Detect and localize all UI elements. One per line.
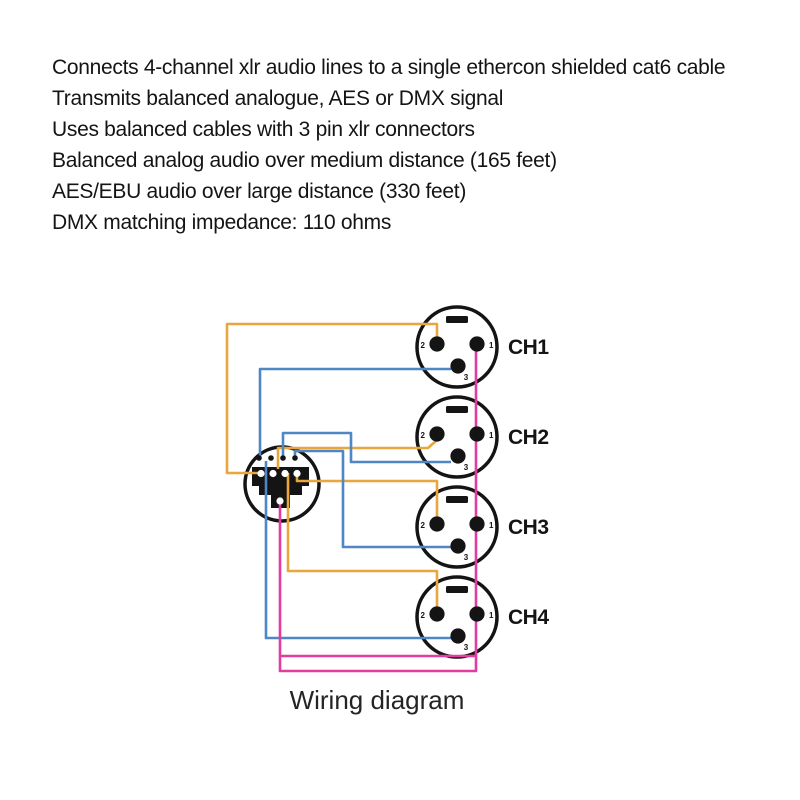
pin1-label: 1 — [489, 611, 494, 620]
ethercon-pin — [269, 469, 277, 478]
channel-label-ch4: CH4 — [508, 606, 549, 629]
xlr-latch-icon — [446, 496, 468, 503]
wire-ground-bus — [278, 345, 478, 673]
wire-ch2-hot — [276, 439, 438, 469]
channel-label-ch3: CH3 — [508, 516, 549, 539]
xlr-ch4-pin2 — [429, 606, 445, 622]
xlr-ch4-pin1 — [469, 606, 485, 622]
xlr-ch3-pin3 — [450, 538, 466, 554]
pin2-label: 2 — [421, 431, 426, 440]
wire-ch4-cold — [264, 461, 451, 640]
wire-ch4-hot — [286, 473, 439, 612]
xlr-latch-icon — [446, 406, 468, 413]
xlr-ch3-pin1 — [469, 516, 485, 532]
wire-ch3-cold — [293, 449, 451, 549]
diagram-caption: Wiring diagram — [290, 685, 465, 715]
pin3-label: 3 — [464, 553, 469, 562]
xlr-latch-icon — [446, 586, 468, 593]
xlr-ch3-pin2 — [429, 516, 445, 532]
ethercon-wire-dot — [268, 455, 274, 461]
description-line: Transmits balanced analogue, AES or DMX … — [52, 87, 504, 110]
pin3-label: 3 — [464, 373, 469, 382]
pin1-label: 1 — [489, 521, 494, 530]
channel-label-ch2: CH2 — [508, 426, 549, 449]
ethercon-wire-dot — [256, 455, 262, 461]
xlr-ch4-pin3 — [450, 628, 466, 644]
description-line: DMX matching impedance: 110 ohms — [52, 211, 392, 234]
ethercon-pin — [293, 469, 301, 478]
ethercon-shield-pin — [276, 497, 284, 505]
wire-ch1-cold — [258, 367, 451, 459]
xlr-ch2-pin3 — [450, 448, 466, 464]
product-description: Connects 4-channel xlr audio lines to a … — [52, 52, 782, 238]
xlr-ch3: 2 1 3 CH3 — [421, 496, 549, 562]
rj45-jack-icon — [259, 486, 302, 495]
xlr-ch2: 2 1 3 CH2 — [421, 406, 549, 472]
wires — [225, 322, 478, 673]
xlr-ch1-pin1 — [469, 336, 485, 352]
xlr-ch1-pin3 — [450, 358, 466, 374]
xlr-latch-icon — [446, 316, 468, 323]
wire-ch1-hot — [225, 322, 439, 475]
pin3-label: 3 — [464, 643, 469, 652]
pin2-label: 2 — [421, 611, 426, 620]
pin1-label: 1 — [489, 341, 494, 350]
ethercon-wire-dot — [280, 455, 286, 461]
xlr-ch1: 2 1 3 CH1 — [421, 316, 550, 382]
pin2-label: 2 — [421, 341, 426, 350]
xlr-ch2-pin2 — [429, 426, 445, 442]
channel-label-ch1: CH1 — [508, 336, 549, 359]
xlr-ch2-pin1 — [469, 426, 485, 442]
description-line: AES/EBU audio over large distance (330 f… — [52, 180, 467, 203]
wire-ch2-cold — [281, 431, 451, 464]
xlr-ch4: 2 1 3 CH4 — [421, 586, 550, 652]
description-line: Balanced analog audio over medium distan… — [52, 149, 557, 172]
description-line: Uses balanced cables with 3 pin xlr conn… — [52, 118, 475, 141]
ethercon-pins — [256, 455, 301, 505]
ethercon-pin — [257, 469, 265, 478]
xlr-ch1-pin2 — [429, 336, 445, 352]
pin2-label: 2 — [421, 521, 426, 530]
pin1-label: 1 — [489, 431, 494, 440]
pin3-label: 3 — [464, 463, 469, 472]
ethercon-pin — [281, 469, 289, 478]
ethercon-wire-dot — [292, 455, 298, 461]
description-line: Connects 4-channel xlr audio lines to a … — [52, 56, 726, 79]
